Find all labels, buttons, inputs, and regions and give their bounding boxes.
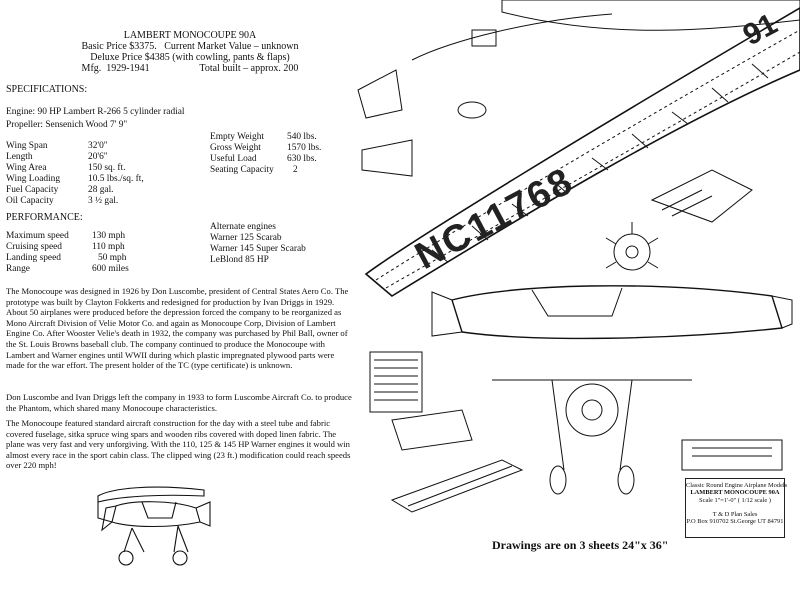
spec-value: 150 sq. ft. [88, 163, 126, 173]
weight-label: Empty Weight [210, 132, 265, 142]
luscombe-paragraph: Don Luscombe and Ivan Driggs left the co… [6, 392, 352, 413]
price-line: Basic Price $3375. Current Market Value … [81, 41, 299, 52]
plan-title-block: Classic Round Engine Airplane Models LAM… [685, 478, 788, 538]
construction-paragraph: The Monocoupe featured standard aircraft… [6, 418, 351, 471]
weight-label: Gross Weight [210, 143, 261, 153]
titleblock-line [686, 504, 784, 511]
spec-value: 32'0" [88, 141, 108, 151]
perf-value: 130 mph [92, 231, 126, 241]
performance-heading: PERFORMANCE: [6, 212, 83, 223]
engine-line: Engine: 90 HP Lambert R-266 5 cylinder r… [6, 107, 185, 117]
weight-label: Useful Load [210, 154, 257, 164]
deluxe-price-line: Deluxe Price $4385 (with cowling, pants … [90, 52, 290, 63]
plan-drawing: NC11768 91 [352, 0, 800, 595]
titleblock-line: Classic Round Engine Airplane Models [686, 482, 788, 489]
weight-value: 630 lbs. [287, 154, 317, 164]
perf-value: 600 miles [92, 264, 129, 274]
spec-sheet: LAMBERT MONOCOUPE 90A Basic Price $3375.… [0, 0, 360, 595]
spec-value: 10.5 lbs./sq. ft, [88, 174, 144, 184]
perf-value: 50 mph [98, 253, 127, 263]
spec-label: Fuel Capacity [6, 185, 59, 195]
monocoupe-sketch [97, 486, 211, 566]
perf-label: Range [6, 264, 30, 274]
weight-label: Seating Capacity [210, 165, 274, 175]
header-block: LAMBERT MONOCOUPE 90A Basic Price $3375.… [40, 30, 340, 74]
perf-label: Maximum speed [6, 231, 69, 241]
spec-value: 20'6" [88, 152, 108, 162]
engine-option: Warner 125 Scarab [210, 233, 282, 243]
spec-label: Length [6, 152, 33, 162]
engine-option: Alternate engines [210, 222, 276, 232]
plan-drawing-art: NC11768 91 [357, 0, 800, 513]
specifications-heading: SPECIFICATIONS: [6, 84, 88, 95]
weight-value: 1570 lbs. [287, 143, 322, 153]
perf-label: Landing speed [6, 253, 61, 263]
spec-label: Wing Span [6, 141, 48, 151]
propeller-line: Propeller: Sensenich Wood 7' 9" [6, 120, 128, 130]
titleblock-line: Scale 1"=1'-0" ( 1/12 scale ) [699, 496, 771, 504]
titleblock-line: T & D Plan Sales [712, 511, 758, 519]
weight-value: 540 lbs. [287, 132, 317, 142]
spec-label: Oil Capacity [6, 196, 54, 206]
registration-label: NC11768 [409, 160, 581, 278]
titleblock-line: P.O Box 910702 St.George UT 84791 [686, 518, 784, 526]
perf-label: Cruising speed [6, 242, 62, 252]
spec-value: 28 gal. [88, 185, 114, 195]
mfg-line: Mfg. 1929-1941 Total built – approx. 200 [81, 63, 299, 74]
history-paragraph: The Monocoupe was designed in 1926 by Do… [6, 286, 349, 371]
aircraft-title: LAMBERT MONOCOUPE 90A [123, 30, 257, 41]
spec-label: Wing Loading [6, 174, 61, 184]
titleblock-line: LAMBERT MONOCOUPE 90A [690, 489, 780, 497]
tail-number-label: 91 [738, 7, 783, 52]
perf-value: 110 mph [92, 242, 125, 252]
weight-value: 2 [293, 165, 298, 175]
spec-label: Wing Area [6, 163, 47, 173]
engine-option: LeBlond 85 HP [210, 255, 269, 265]
engine-option: Warner 145 Super Scarab [210, 244, 306, 254]
drawing-caption: Drawings are on 3 sheets 24"x 36" [492, 538, 669, 552]
spec-value: 3 ½ gal. [88, 196, 119, 206]
